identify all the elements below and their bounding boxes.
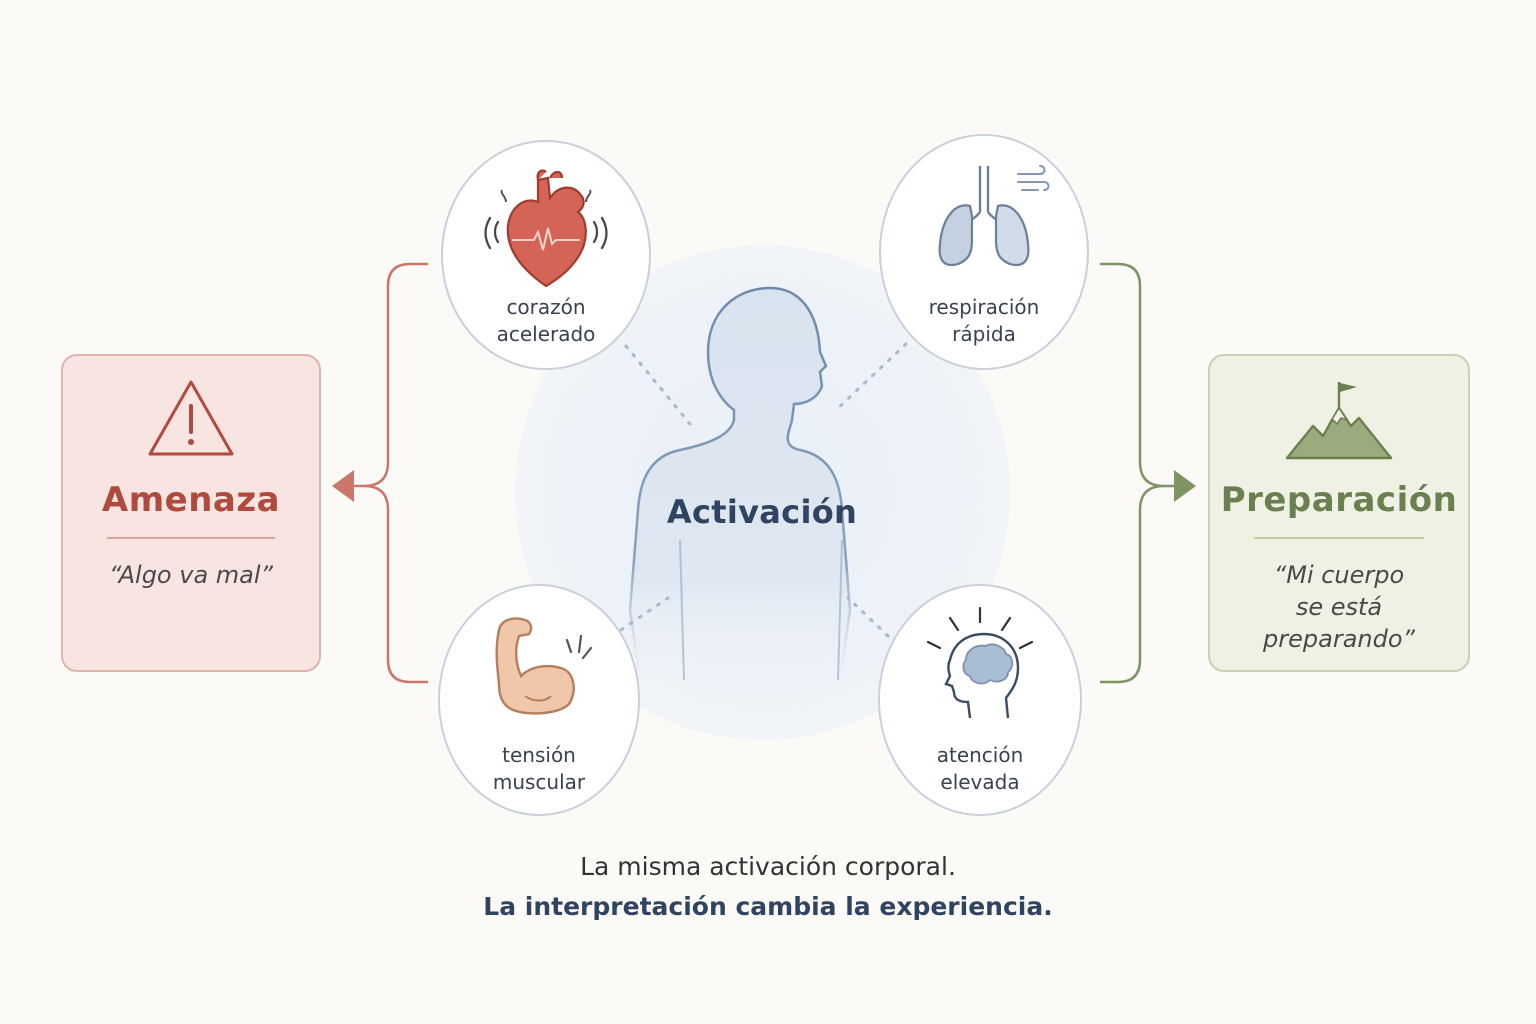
dotted-line-heart xyxy=(624,344,692,426)
preparation-quote-line3: preparando” xyxy=(1263,625,1415,653)
dotted-line-lungs xyxy=(834,342,908,412)
preparation-arrow-head xyxy=(1174,470,1196,502)
preparation-card: Preparación “Mi cuerpo se está preparand… xyxy=(1208,354,1470,672)
node-brain: atención elevada xyxy=(878,584,1082,816)
warning-icon xyxy=(148,380,234,456)
threat-divider xyxy=(107,537,275,539)
heart-icon xyxy=(484,169,608,288)
caption-line1: La misma activación corporal. xyxy=(580,852,956,881)
dotted-line-brain xyxy=(846,596,890,638)
preparation-divider xyxy=(1254,537,1424,539)
threat-quote: “Algo va mal” xyxy=(109,561,273,589)
node-brain-line2: elevada xyxy=(940,770,1020,794)
threat-card: Amenaza “Algo va mal” xyxy=(61,354,321,672)
lungs-icon xyxy=(938,165,1050,267)
node-lungs-line2: rápida xyxy=(952,322,1016,346)
body-silhouette xyxy=(628,286,852,682)
preparation-quote-line1: “Mi cuerpo xyxy=(1273,561,1405,589)
node-muscle: tensión muscular xyxy=(438,584,640,816)
flexed-arm-icon xyxy=(495,617,593,715)
dotted-line-muscle xyxy=(610,596,670,638)
threat-title: Amenaza xyxy=(101,480,281,520)
preparation-title: Preparación xyxy=(1220,480,1458,520)
preparation-quote-line2: se está xyxy=(1295,593,1383,621)
threat-connector xyxy=(352,262,428,684)
mountain-flag-icon xyxy=(1285,382,1393,460)
preparation-connector xyxy=(1100,262,1176,684)
node-lungs: respiración rápida xyxy=(879,134,1089,370)
node-muscle-line1: tensión xyxy=(502,743,576,767)
node-heart-line2: acelerado xyxy=(496,322,596,346)
node-heart-line1: corazón xyxy=(506,295,586,319)
node-brain-line1: atención xyxy=(936,743,1024,767)
threat-arrow-head xyxy=(332,470,354,502)
node-muscle-line2: muscular xyxy=(492,770,586,794)
caption-line2: La interpretación cambia la experiencia. xyxy=(483,892,1053,921)
head-brain-icon xyxy=(926,606,1034,719)
preparation-quote: “Mi cuerpo se está preparando” xyxy=(1230,559,1448,655)
center-label: Activación xyxy=(666,493,858,531)
node-heart: corazón acelerado xyxy=(441,140,651,370)
node-lungs-line1: respiración xyxy=(928,295,1040,319)
